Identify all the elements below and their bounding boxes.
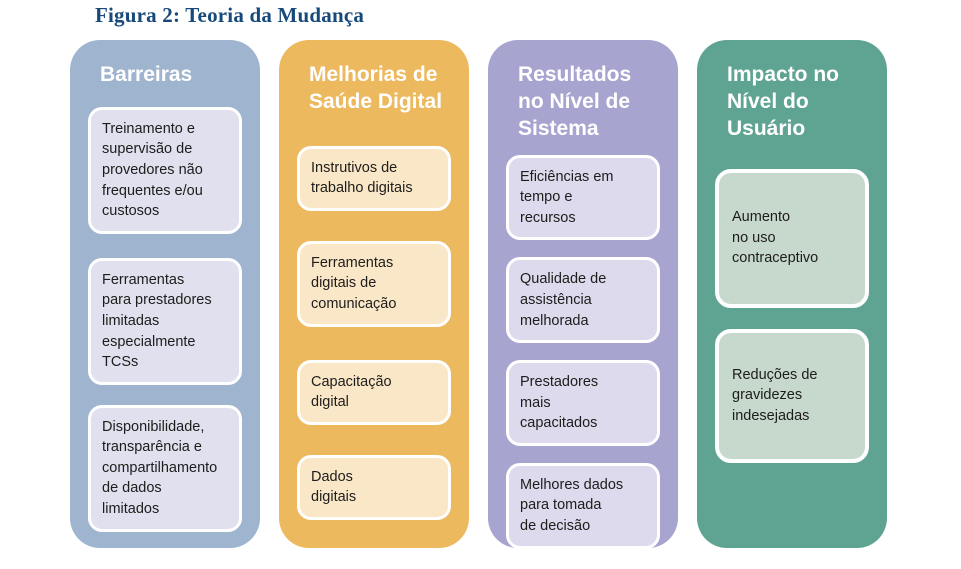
result-box: Prestadores mais capacitados bbox=[506, 360, 660, 446]
column-impacto-usuario: Impacto no Nível do Usuário Aumento no u… bbox=[697, 40, 887, 548]
column-header-melhorias: Melhorias de Saúde Digital bbox=[309, 63, 443, 113]
column-barreiras: Barreiras Treinamento e supervisão de pr… bbox=[70, 40, 260, 548]
barrier-box: Disponibilidade, transparência e compart… bbox=[88, 404, 242, 532]
figure-title: Figura 2: Teoria da Mudança bbox=[95, 3, 365, 27]
impact-box: Aumento no uso contraceptivo bbox=[715, 168, 869, 308]
result-box: Melhores dados para tomada de decisão bbox=[506, 462, 660, 549]
improvement-box: Dados digitais bbox=[297, 454, 451, 520]
improvement-box: Instrutivos de trabalho digitais bbox=[297, 145, 451, 211]
column-melhorias-saude-digital: Melhorias de Saúde Digital Instrutivos d… bbox=[279, 40, 469, 548]
barrier-box: Treinamento e supervisão de provedores n… bbox=[88, 106, 242, 234]
column-header-barreiras: Barreiras bbox=[100, 63, 193, 86]
column-header-resultados: Resultados no Nível de Sistema bbox=[518, 63, 632, 140]
improvement-box: Capacitação digital bbox=[297, 359, 451, 425]
improvement-box: Ferramentas digitais de comunicação bbox=[297, 240, 451, 327]
column-header-impacto: Impacto no Nível do Usuário bbox=[727, 63, 840, 140]
result-box: Eficiências em tempo e recursos bbox=[506, 154, 660, 241]
barrier-box: Ferramentas para prestadores limitadas e… bbox=[88, 257, 242, 385]
column-resultados-sistema: Resultados no Nível de Sistema Eficiênci… bbox=[488, 40, 678, 549]
result-box: Qualidade de assistência melhorada bbox=[506, 257, 660, 344]
impact-box: Reduções de gravidezes indesejadas bbox=[715, 328, 869, 463]
columns-row: Barreiras Treinamento e supervisão de pr… bbox=[70, 40, 887, 549]
